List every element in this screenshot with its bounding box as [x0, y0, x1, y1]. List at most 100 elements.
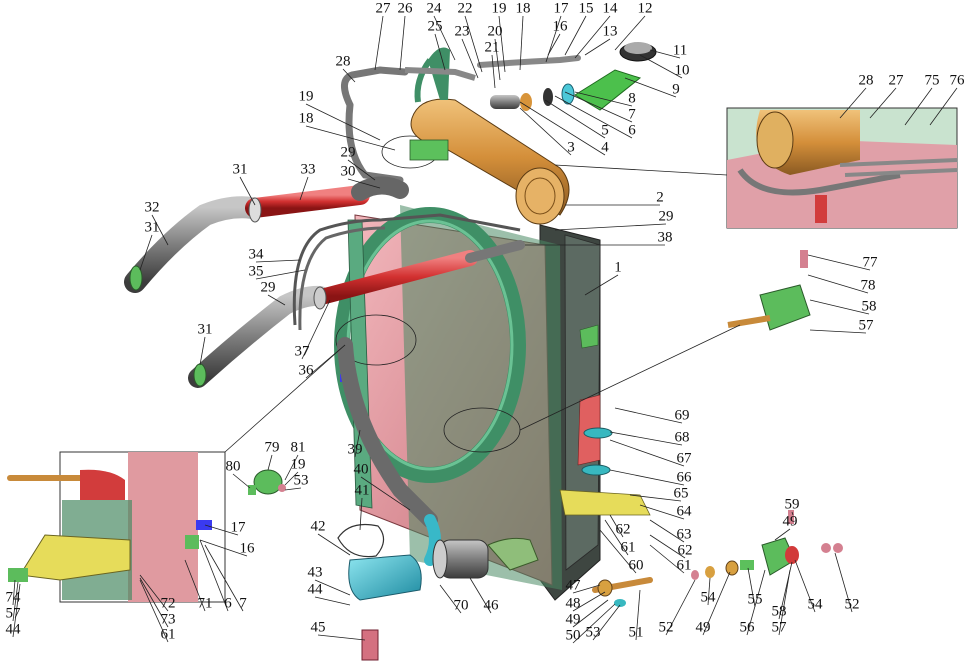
callout-c15[interactable]: 15 [578, 0, 594, 17]
callout-c57[interactable]: 57 [771, 619, 787, 636]
callout-c61c[interactable]: 61 [160, 626, 176, 643]
callout-c44[interactable]: 44 [307, 581, 323, 598]
callout-c31c[interactable]: 31 [197, 321, 213, 338]
callout-c3[interactable]: 3 [567, 139, 575, 156]
callout-c9[interactable]: 9 [672, 81, 680, 98]
callout-c49b[interactable]: 49 [695, 619, 711, 636]
callout-c56[interactable]: 56 [739, 619, 755, 636]
callout-c53[interactable]: 53 [585, 624, 601, 641]
callout-c52b[interactable]: 52 [844, 596, 860, 613]
callout-c30[interactable]: 30 [340, 163, 356, 180]
callout-c51[interactable]: 51 [628, 624, 644, 641]
callout-c42[interactable]: 42 [310, 518, 326, 535]
callout-c5[interactable]: 5 [601, 122, 609, 139]
callout-c10[interactable]: 10 [674, 62, 690, 79]
callout-c46[interactable]: 46 [483, 597, 499, 614]
callout-c26[interactable]: 26 [397, 0, 413, 17]
callout-c32[interactable]: 32 [144, 199, 160, 216]
callout-c40[interactable]: 40 [353, 461, 369, 478]
callout-c11[interactable]: 11 [672, 42, 688, 59]
callout-c64[interactable]: 64 [676, 503, 692, 520]
callout-c1[interactable]: 1 [614, 259, 622, 276]
callout-c53b[interactable]: 53 [293, 472, 309, 489]
callout-c57c[interactable]: 57 [5, 605, 21, 622]
callout-c79[interactable]: 79 [264, 439, 280, 456]
callout-c57b[interactable]: 57 [858, 317, 874, 334]
callout-c16b[interactable]: 16 [239, 540, 255, 557]
callout-c17[interactable]: 17 [553, 0, 569, 17]
callout-c55[interactable]: 55 [747, 591, 763, 608]
callout-c6b[interactable]: 6 [224, 595, 232, 612]
callout-c66[interactable]: 66 [676, 469, 692, 486]
callout-c34[interactable]: 34 [248, 246, 264, 263]
callout-c18[interactable]: 18 [515, 0, 531, 17]
callout-c39[interactable]: 39 [347, 441, 363, 458]
callout-c20[interactable]: 20 [487, 23, 503, 40]
callout-c19[interactable]: 19 [491, 0, 507, 17]
callout-c22[interactable]: 22 [457, 0, 473, 17]
callout-c54b[interactable]: 54 [807, 596, 823, 613]
callout-c36[interactable]: 36 [298, 362, 314, 379]
callout-c80[interactable]: 80 [225, 458, 241, 475]
callout-c7b[interactable]: 7 [239, 595, 247, 612]
callout-c65[interactable]: 65 [673, 485, 689, 502]
callout-c31b[interactable]: 31 [144, 219, 160, 236]
callout-c17b[interactable]: 17 [230, 519, 246, 536]
callout-c19c[interactable]: 19 [290, 456, 306, 473]
callout-c61b[interactable]: 61 [676, 557, 692, 574]
callout-c27b[interactable]: 27 [888, 72, 904, 89]
callout-c27[interactable]: 27 [375, 0, 391, 17]
callout-c71[interactable]: 71 [197, 595, 213, 612]
callout-c67[interactable]: 67 [676, 450, 692, 467]
callout-c77[interactable]: 77 [862, 254, 878, 271]
callout-c73[interactable]: 73 [160, 611, 176, 628]
callout-c25[interactable]: 25 [427, 18, 443, 35]
callout-c81[interactable]: 81 [290, 439, 306, 456]
callout-c48[interactable]: 48 [565, 595, 581, 612]
callout-c76[interactable]: 76 [949, 72, 964, 89]
callout-c59[interactable]: 59 [784, 496, 800, 513]
callout-c7[interactable]: 7 [628, 106, 636, 123]
callout-c43[interactable]: 43 [307, 564, 323, 581]
callout-c62[interactable]: 62 [615, 521, 631, 538]
callout-c70[interactable]: 70 [453, 597, 469, 614]
callout-c31[interactable]: 31 [232, 161, 248, 178]
callout-c38[interactable]: 38 [657, 229, 673, 246]
callout-c35[interactable]: 35 [248, 263, 264, 280]
callout-c44b[interactable]: 44 [5, 621, 21, 638]
callout-c49[interactable]: 49 [565, 611, 581, 628]
callout-c50[interactable]: 50 [565, 627, 581, 644]
callout-c52[interactable]: 52 [658, 619, 674, 636]
callout-c28b[interactable]: 28 [858, 72, 874, 89]
callout-c54[interactable]: 54 [700, 589, 716, 606]
callout-c72[interactable]: 72 [160, 595, 176, 612]
callout-c78[interactable]: 78 [860, 277, 876, 294]
callout-c45[interactable]: 45 [310, 619, 326, 636]
callout-c16[interactable]: 16 [552, 18, 568, 35]
callout-c8[interactable]: 8 [628, 90, 636, 107]
callout-c58[interactable]: 58 [771, 603, 787, 620]
callout-c12[interactable]: 12 [637, 0, 653, 17]
callout-c29b[interactable]: 29 [340, 144, 356, 161]
callout-c60[interactable]: 60 [628, 557, 644, 574]
callout-c58b[interactable]: 58 [861, 298, 877, 315]
callout-c21[interactable]: 21 [484, 39, 500, 56]
callout-c75[interactable]: 75 [924, 72, 940, 89]
callout-c41[interactable]: 41 [354, 482, 370, 499]
callout-c33[interactable]: 33 [300, 161, 316, 178]
callout-c68[interactable]: 68 [674, 429, 690, 446]
callout-c69[interactable]: 69 [674, 407, 690, 424]
callout-c2[interactable]: 2 [656, 189, 664, 206]
callout-c23[interactable]: 23 [454, 23, 470, 40]
callout-c28[interactable]: 28 [335, 53, 351, 70]
callout-c47[interactable]: 47 [565, 577, 581, 594]
callout-c6[interactable]: 6 [628, 122, 636, 139]
callout-c24[interactable]: 24 [426, 0, 442, 17]
callout-c29c[interactable]: 29 [260, 279, 276, 296]
callout-c74[interactable]: 74 [5, 589, 21, 606]
callout-c37[interactable]: 37 [294, 343, 310, 360]
callout-c14[interactable]: 14 [602, 0, 618, 17]
callout-c61[interactable]: 61 [620, 539, 636, 556]
callout-c62b[interactable]: 62 [677, 542, 693, 559]
callout-c63[interactable]: 63 [676, 526, 692, 543]
